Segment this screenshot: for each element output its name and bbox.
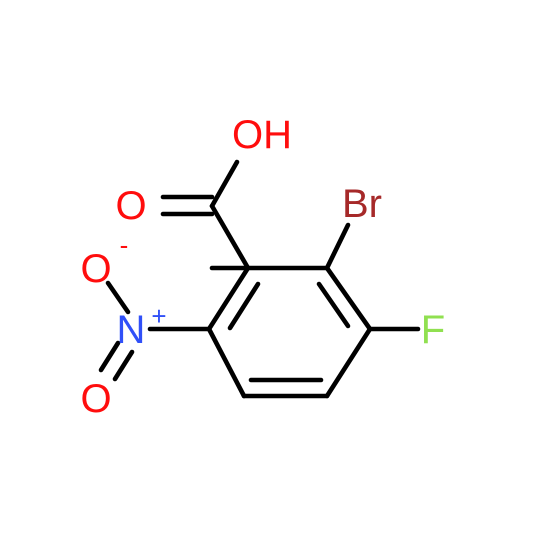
bond-c5-c6 bbox=[206, 326, 247, 399]
atom-label-bromine: Br bbox=[342, 182, 382, 226]
charge-plus-nitrogen: + bbox=[151, 301, 166, 331]
atom-label-fluorine: F bbox=[421, 308, 445, 352]
bond-c6-c1 bbox=[206, 265, 251, 332]
atom-label-nitro-oxygen-bottom: O bbox=[80, 377, 111, 421]
bond-n-o-top bbox=[105, 280, 131, 315]
bond-c3-c4 bbox=[324, 326, 373, 399]
bond-c2-br bbox=[324, 222, 351, 271]
bond-n-o-bottom-a bbox=[98, 340, 121, 373]
bond-c1-carboxyl-carbon bbox=[209, 203, 251, 271]
atom-label-carbonyl-oxygen: O bbox=[115, 184, 146, 228]
charge-minus-oxygen: - bbox=[120, 230, 129, 260]
bond-inner-c2-c3 bbox=[316, 281, 351, 329]
bonds bbox=[98, 159, 421, 399]
bond-c2-c3 bbox=[324, 265, 373, 332]
atom-label-nitro-oxygen-top: O bbox=[80, 247, 111, 291]
atom-label-nitro-nitrogen: N bbox=[117, 308, 146, 352]
bond-carboxyl-c-oh bbox=[209, 159, 240, 209]
bond-n-o-bottom-b bbox=[112, 349, 135, 382]
atom-labels: OH O Br F N + O - O bbox=[80, 113, 445, 421]
bond-inner-c6-c1 bbox=[227, 281, 261, 331]
atom-label-hydroxyl: OH bbox=[232, 113, 292, 157]
